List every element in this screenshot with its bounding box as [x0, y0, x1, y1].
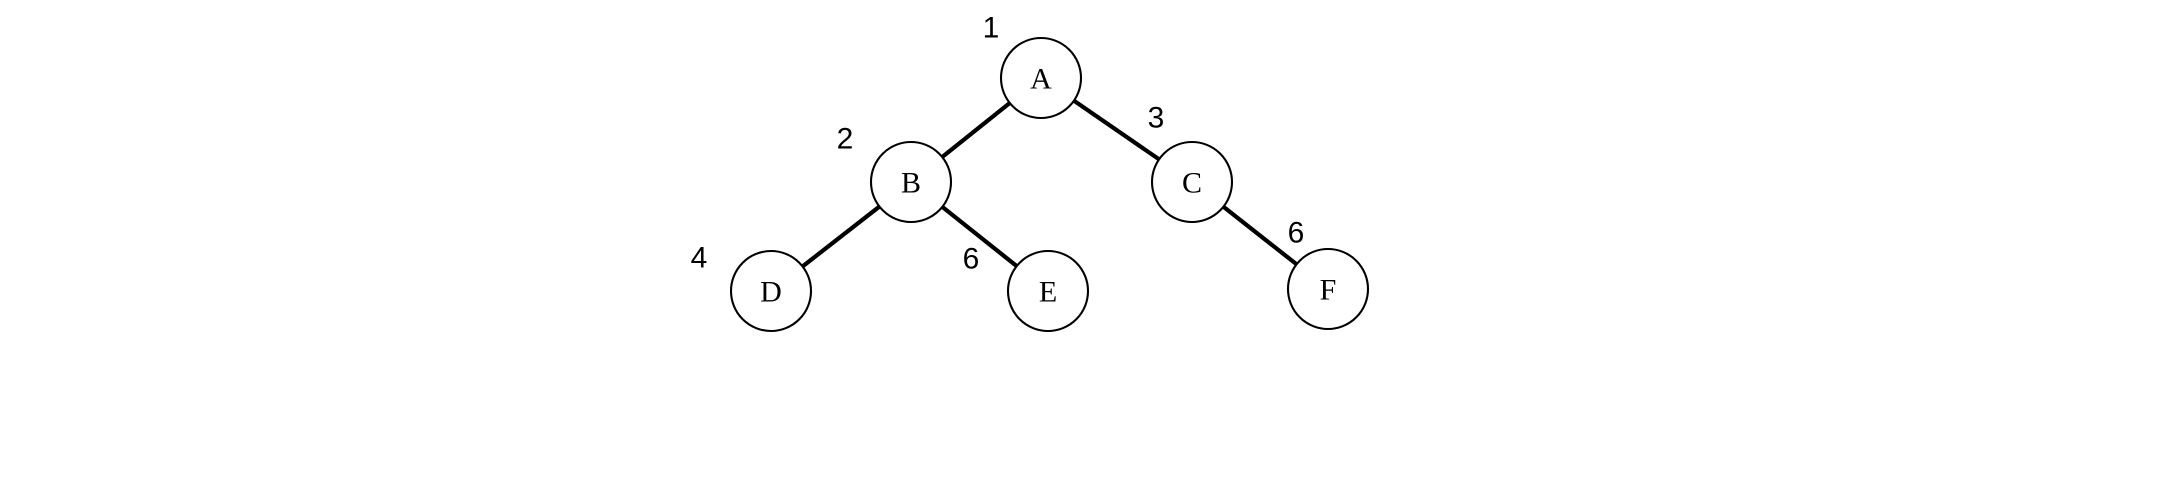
tree-edge-a-c	[1072, 98, 1161, 162]
tree-edge-b-e	[940, 205, 1019, 268]
tree-edge-b-d	[801, 204, 881, 269]
node-letter-e: E	[1039, 276, 1057, 309]
node-weight-a: 1	[983, 12, 1000, 45]
node-letter-b: B	[901, 167, 921, 200]
node-circle-e[interactable]	[1006, 249, 1090, 333]
tree-node-b[interactable]: B	[869, 140, 953, 224]
node-weight-d: 4	[691, 242, 708, 275]
tree-node-f[interactable]: F	[1286, 247, 1370, 331]
nodes-group: A B C D E F	[729, 36, 1370, 333]
edges-group	[801, 98, 1298, 269]
node-circle-a[interactable]	[999, 36, 1083, 120]
node-letter-f: F	[1320, 274, 1337, 307]
node-circle-d[interactable]	[729, 249, 813, 333]
tree-node-c[interactable]: C	[1150, 140, 1234, 224]
node-circle-c[interactable]	[1150, 140, 1234, 224]
node-weight-c: 3	[1148, 102, 1165, 135]
tree-node-a[interactable]: A	[999, 36, 1083, 120]
node-letter-c: C	[1182, 167, 1202, 200]
node-weight-b: 2	[837, 123, 854, 156]
node-circle-b[interactable]	[869, 140, 953, 224]
node-weight-f: 6	[1288, 217, 1305, 250]
tree-edge-a-b	[940, 101, 1012, 159]
node-letter-d: D	[760, 276, 782, 309]
node-circle-f[interactable]	[1286, 247, 1370, 331]
node-weight-e: 6	[963, 243, 980, 276]
weights-group: 1 2 3 4 6 6	[691, 12, 1305, 276]
tree-edge-c-f	[1222, 205, 1298, 266]
tree-node-e[interactable]: E	[1006, 249, 1090, 333]
tree-node-d[interactable]: D	[729, 249, 813, 333]
node-letter-a: A	[1030, 63, 1052, 96]
